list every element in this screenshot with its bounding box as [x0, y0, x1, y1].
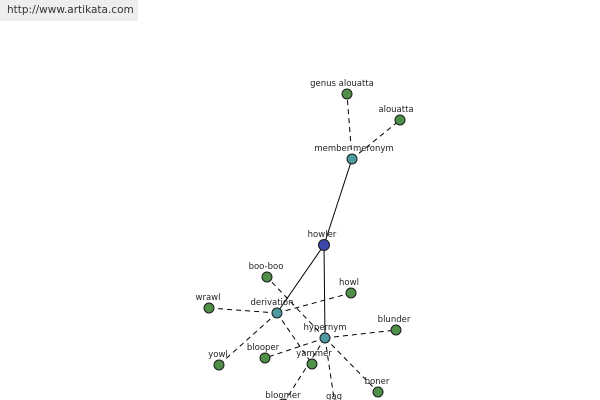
node-label-howler[interactable]: howler [308, 230, 337, 240]
node-alouatta[interactable] [394, 114, 406, 126]
edge-hypernym-to-blooper [264, 337, 326, 359]
node-howler[interactable] [318, 239, 330, 251]
node-blunder[interactable] [390, 324, 402, 336]
node-hypernym[interactable] [319, 332, 331, 344]
edge-derivation-to-howl [276, 292, 352, 314]
node-label-boner[interactable]: boner [365, 377, 390, 387]
node-label-genus-alouatta[interactable]: genus alouatta [310, 79, 374, 89]
node-label-wrawl[interactable]: wrawl [196, 293, 221, 303]
node-label-member-meronym[interactable]: member meronym [314, 144, 393, 154]
edge-derivation-to-yowl [218, 312, 278, 366]
edge-member-meronym-to-alouatta [351, 119, 401, 160]
edge-hypernym-to-blunder [324, 329, 397, 339]
node-member-meronym[interactable] [346, 153, 358, 165]
node-boo-boo[interactable] [261, 271, 273, 283]
edge-derivation-to-wrawl [208, 307, 278, 314]
edge-hypernym-to-boner [324, 337, 379, 393]
node-derivation[interactable] [271, 307, 283, 319]
edge-hypernym-to-gag [324, 337, 335, 400]
node-howl[interactable] [345, 287, 357, 299]
node-genus-alouatta[interactable] [341, 88, 353, 100]
node-label-alouatta[interactable]: alouatta [378, 105, 413, 115]
nodes-layer [203, 88, 406, 400]
node-label-blunder[interactable]: blunder [378, 315, 411, 325]
node-label-hypernym[interactable]: hypernym [303, 323, 346, 333]
node-label-yammer[interactable]: yammer [296, 349, 332, 359]
edge-hypernym-to-bloomer [284, 337, 326, 400]
edges-layer [208, 93, 401, 400]
node-label-bloomer[interactable]: bloomer [265, 391, 301, 400]
edge-howler-to-member-meronym [323, 158, 353, 246]
edge-derivation-to-yammer [276, 312, 313, 365]
edge-howler-to-derivation [276, 244, 325, 314]
node-label-blooper[interactable]: blooper [247, 343, 280, 353]
node-label-gag[interactable]: gag [326, 392, 342, 400]
node-wrawl[interactable] [203, 302, 215, 314]
node-label-howl[interactable]: howl [339, 278, 359, 288]
source-url[interactable]: http://www.artikata.com [0, 0, 138, 21]
node-boner[interactable] [372, 386, 384, 398]
labels-layer: howler member meronym derivation hypernym ge… [196, 79, 414, 400]
node-blooper[interactable] [259, 352, 271, 364]
node-yammer[interactable] [306, 358, 318, 370]
node-label-yowl[interactable]: yowl [208, 350, 228, 360]
node-yowl[interactable] [213, 359, 225, 371]
node-label-derivation[interactable]: derivation [250, 298, 293, 308]
edge-howler-to-hypernym [323, 244, 326, 339]
edge-member-meronym-to-genus-alouatta [346, 93, 353, 160]
node-label-boo-boo[interactable]: boo-boo [249, 262, 284, 272]
